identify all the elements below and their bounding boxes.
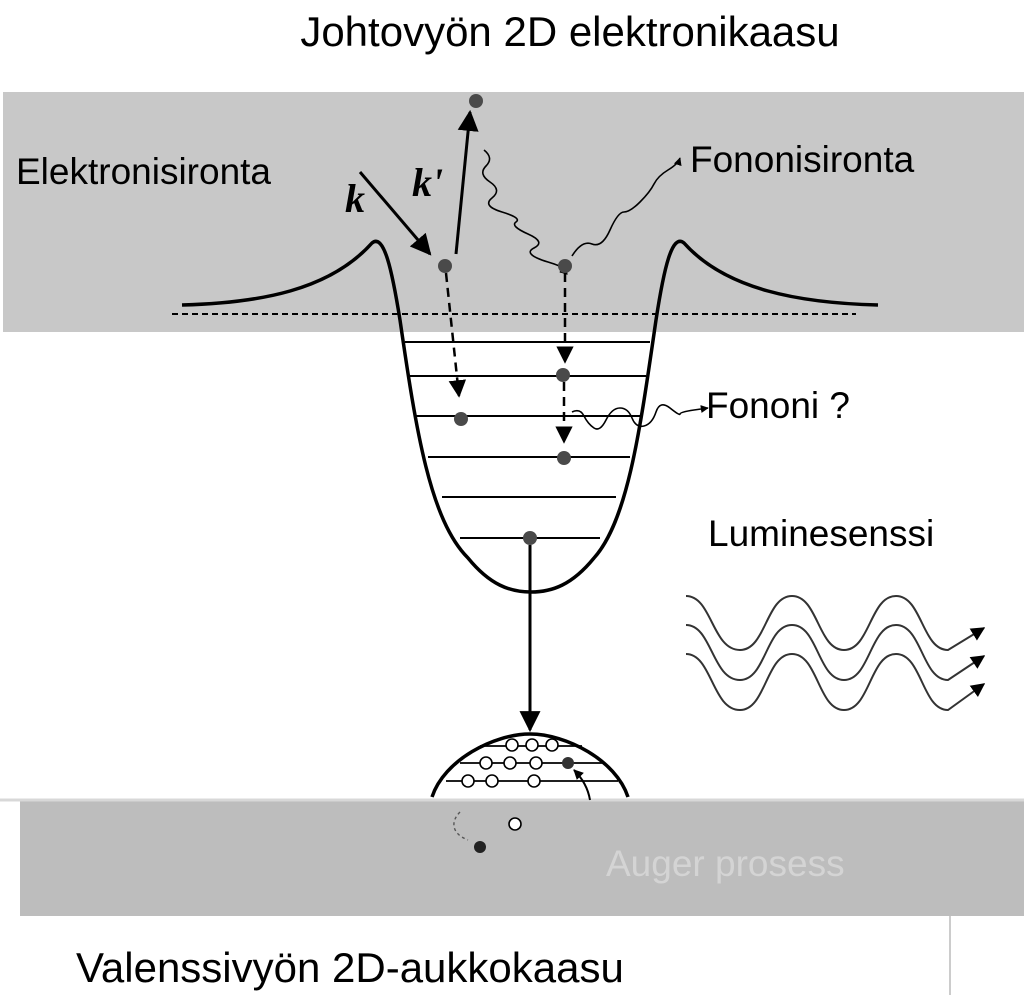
label-k-prime: k': [412, 160, 443, 205]
title-conduction-band: Johtovyön 2D elektronikaasu: [300, 8, 839, 55]
luminescence-waves: [685, 594, 986, 712]
auger-electron-dot: [562, 757, 574, 769]
auger-dashed-arc: [453, 811, 469, 841]
k-prime-outgoing-arrow: [454, 109, 479, 255]
label-luminescence: Luminesenssi: [708, 513, 934, 554]
label-auger-process: Auger prosess: [606, 843, 845, 884]
label-phonon-scattering: Fononisironta: [690, 139, 915, 180]
electron-ground-state: [523, 531, 537, 545]
electron-relaxed-left: [454, 412, 468, 426]
electron-scattered: [469, 94, 483, 108]
label-k: k: [345, 176, 365, 221]
label-phonon: Fononi ?: [706, 385, 850, 426]
electron-scatter-point: [438, 259, 452, 273]
phonon-out-wave: [571, 157, 682, 257]
title-valence-band: Valenssivyön 2D-aukkokaasu: [76, 944, 624, 991]
electron-phonon-point: [558, 259, 572, 273]
label-electron-scattering: Elektronisironta: [16, 151, 271, 192]
phonon-in-wave: [482, 149, 568, 275]
auger-deep-hole: [474, 841, 486, 853]
auger-curved-arrow: [573, 769, 591, 801]
k-incoming-arrow: [358, 171, 432, 256]
subband-levels: [405, 341, 650, 539]
holes: [461, 738, 559, 831]
relaxation-arrow-left: [444, 272, 467, 398]
phonon-emission-wave: [571, 404, 709, 430]
electron-level-4: [557, 451, 571, 465]
conduction-band-region: [3, 92, 1024, 332]
valence-band-region: [20, 800, 1024, 916]
electron-level-2: [556, 368, 570, 382]
